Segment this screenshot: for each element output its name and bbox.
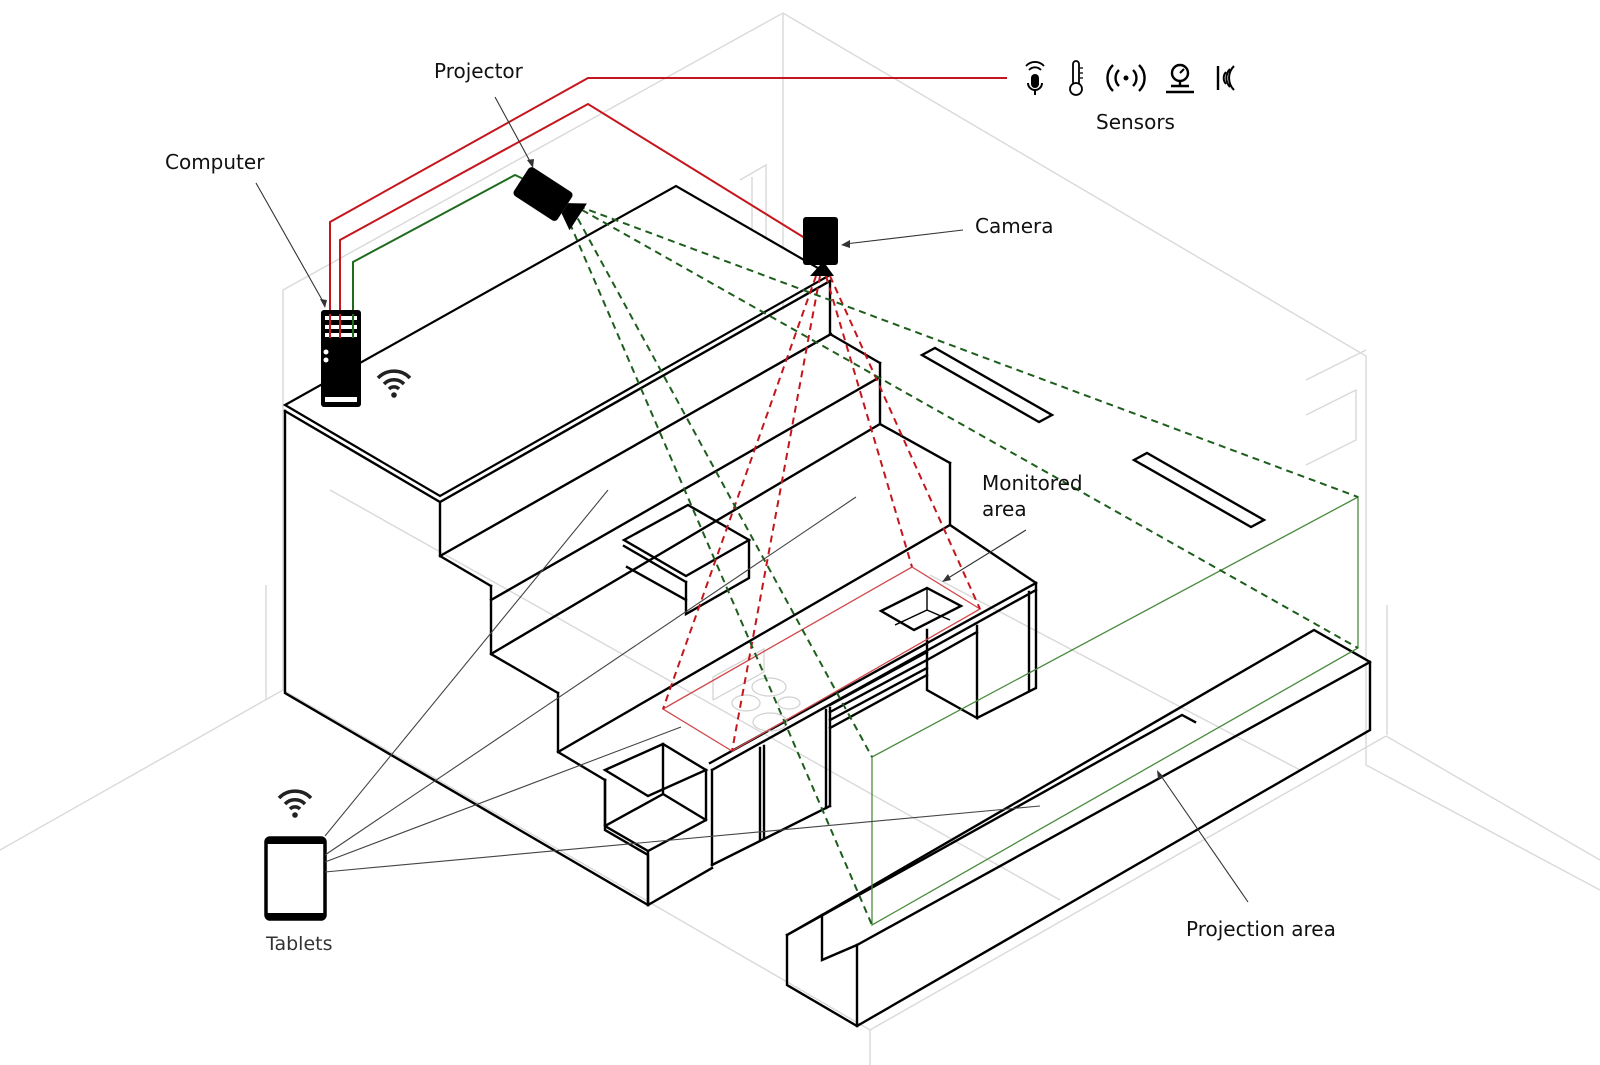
microphone-icon bbox=[1025, 61, 1045, 95]
label-projection-area: Projection area bbox=[1186, 917, 1336, 941]
tablet-wifi-icon bbox=[277, 789, 313, 818]
camera-icon bbox=[803, 217, 838, 276]
tablet-links bbox=[324, 489, 1041, 873]
projection-bench bbox=[785, 628, 1372, 1028]
label-projector: Projector bbox=[434, 59, 524, 83]
label-camera: Camera bbox=[975, 214, 1054, 238]
label-sensors: Sensors bbox=[1096, 110, 1175, 134]
leader-lines bbox=[255, 96, 1249, 903]
label-monitored-area-line2: area bbox=[982, 497, 1027, 521]
computer-icon bbox=[321, 310, 361, 407]
proximity-sensor-icon bbox=[1216, 65, 1235, 91]
label-computer: Computer bbox=[165, 150, 265, 174]
projector-icon bbox=[513, 167, 587, 231]
stair-platform bbox=[282, 184, 1267, 907]
projector-beam bbox=[564, 205, 1359, 926]
projection-area-outline bbox=[871, 495, 1359, 927]
cable-computer-sensors bbox=[329, 77, 1007, 310]
camera-field-of-view bbox=[662, 275, 981, 752]
label-tablets: Tablets bbox=[265, 933, 332, 955]
tabletop-objects bbox=[712, 647, 801, 732]
room-outline bbox=[0, 12, 1600, 1065]
tablet-icon bbox=[264, 836, 327, 921]
wireless-signal-icon bbox=[1106, 64, 1146, 92]
pressure-gauge-icon bbox=[1166, 63, 1194, 94]
thermometer-icon bbox=[1069, 60, 1083, 96]
cable-computer-camera bbox=[339, 102, 809, 320]
wifi-icon bbox=[376, 369, 412, 398]
label-monitored-area-line1: Monitored bbox=[982, 471, 1083, 495]
sensor-icons bbox=[1025, 60, 1235, 96]
